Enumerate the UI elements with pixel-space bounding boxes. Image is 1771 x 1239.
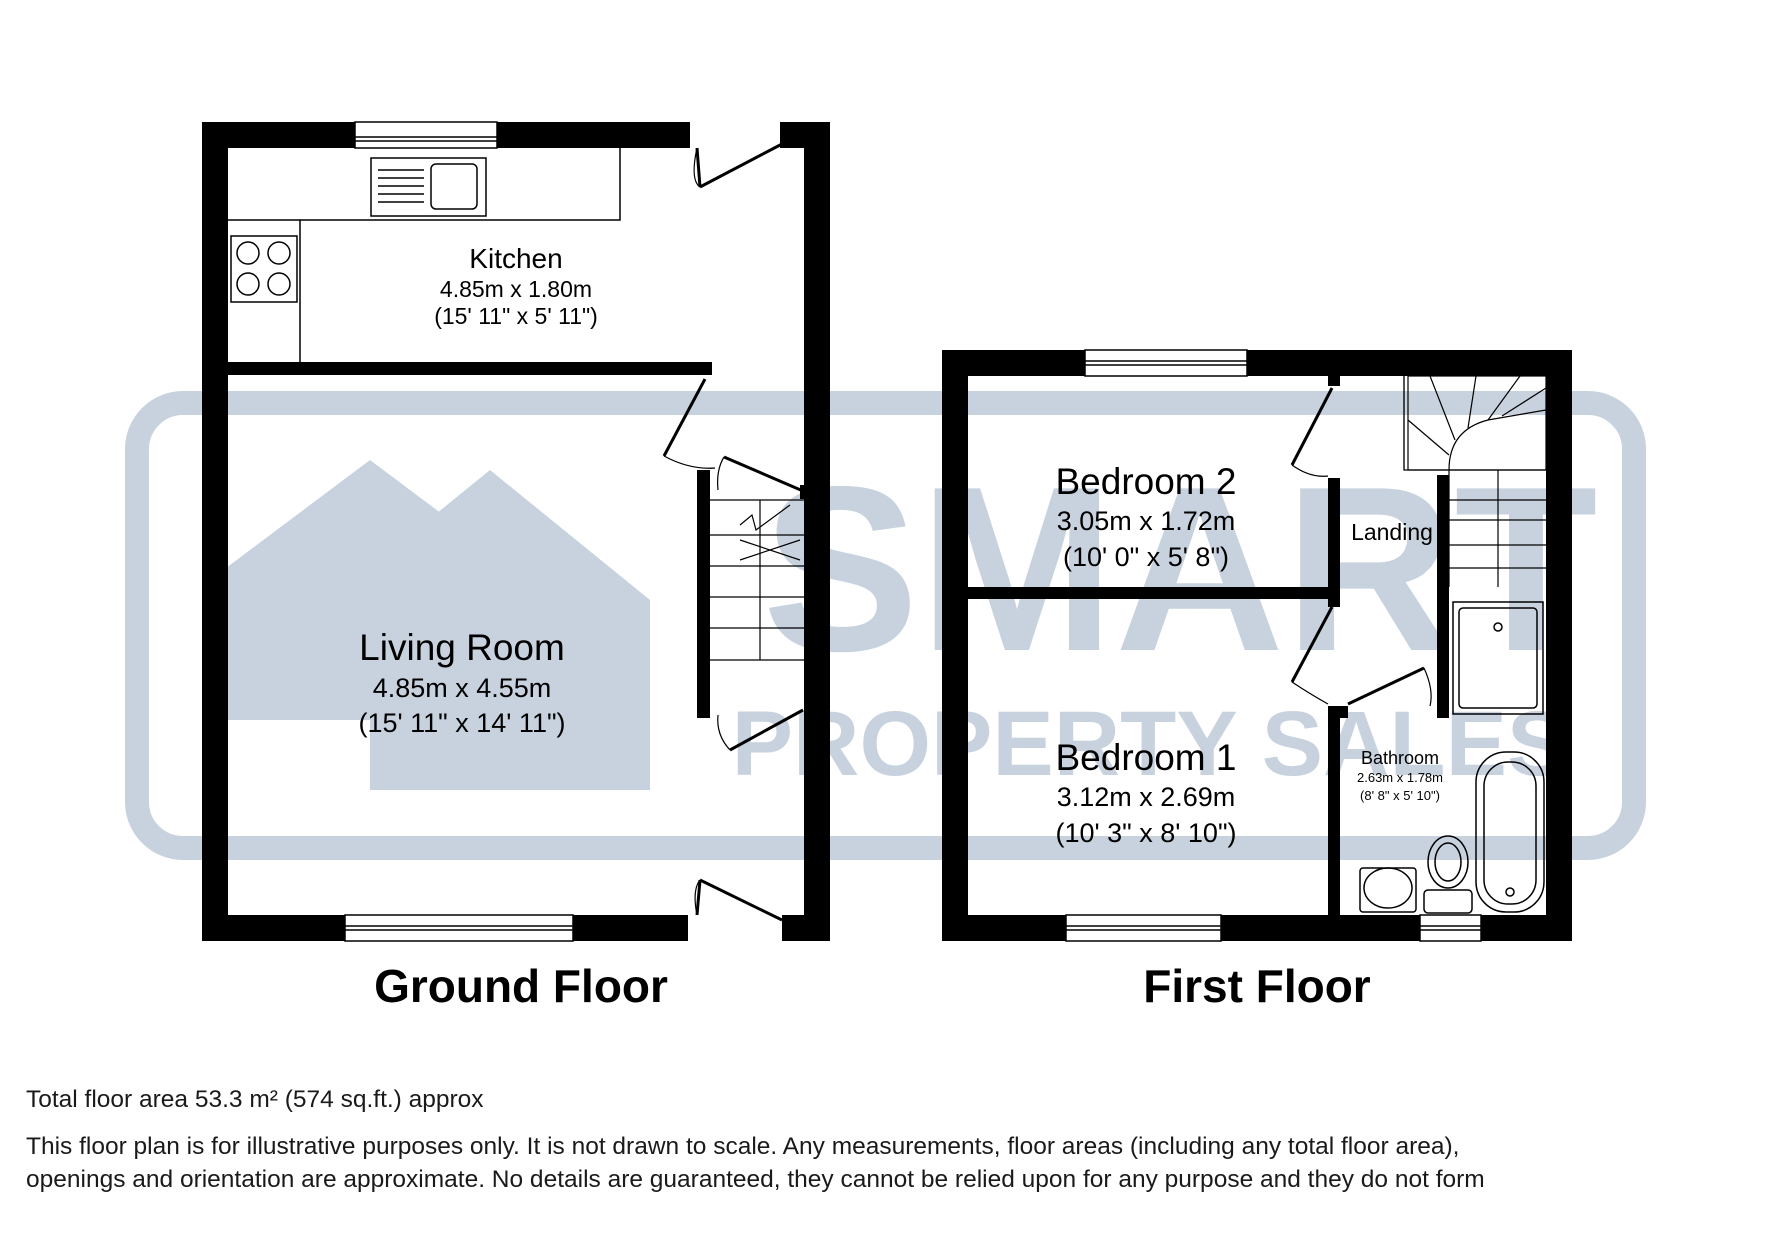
bathroom-wall-left-stub [1328, 599, 1340, 607]
ground-front-door-opening [688, 915, 782, 941]
first-floor-plan: Bedroom 2 3.05m x 1.72m (10' 0" x 5' 8")… [942, 349, 1572, 1012]
sink-icon [370, 157, 487, 217]
bedroom-2-metric: 3.05m x 1.72m [1057, 506, 1236, 536]
bedroom-1-name: Bedroom 1 [1056, 737, 1237, 778]
ground-floor-label: Ground Floor [374, 960, 668, 1012]
back-door-icon [693, 142, 783, 189]
bedroom-2-name: Bedroom 2 [1056, 461, 1237, 502]
living-room-name: Living Room [359, 627, 565, 668]
bedroom-2-door-icon [1290, 387, 1334, 477]
living-room-imperial: (15' 11" x 14' 11") [358, 708, 565, 738]
bathroom-window [1419, 914, 1482, 942]
toilet-icon [1423, 835, 1473, 914]
first-floor-label: First Floor [1143, 960, 1371, 1012]
first-wall-top [942, 350, 1572, 376]
bath-icon [1475, 751, 1545, 913]
ground-wall-right [804, 122, 830, 941]
disclaimer-line-2: openings and orientation are approximate… [26, 1166, 1485, 1193]
disclaimer-line-1: This floor plan is for illustrative purp… [26, 1133, 1460, 1160]
ground-internal-wall [228, 362, 712, 375]
kitchen-metric: 4.85m x 1.80m [440, 276, 592, 302]
total-floor-area: Total floor area 53.3 m² (574 sq.ft.) ap… [26, 1086, 484, 1113]
stair-wall [697, 470, 710, 718]
living-room-window [344, 914, 574, 942]
first-wall-left [942, 350, 968, 941]
watermark-subtitle: PROPERTY SALES [732, 693, 1569, 795]
bathroom-imperial: (8' 8" x 5' 10") [1360, 788, 1440, 803]
stair-door-bottom-icon [717, 708, 804, 752]
bedroom-1-metric: 3.12m x 2.69m [1057, 782, 1236, 812]
bathroom-metric: 2.63m x 1.78m [1357, 770, 1443, 785]
watermark-frame [125, 391, 1646, 860]
landing-wall-upper [1328, 478, 1340, 599]
first-wall-right [1546, 350, 1572, 941]
ground-wall-left [202, 122, 228, 941]
bedroom-1-door-icon [1290, 606, 1334, 705]
bedroom-divider-wall [968, 587, 1336, 599]
bedroom-2-imperial: (10' 0" x 5' 8") [1063, 542, 1229, 572]
kitchen-imperial: (15' 11" x 5' 11") [434, 303, 598, 329]
watermark-house-front [330, 470, 650, 790]
bathroom-door-icon [1347, 666, 1432, 707]
bathroom-name: Bathroom [1361, 748, 1439, 768]
bedroom-2-window [1084, 349, 1248, 377]
hob-icon [230, 235, 298, 303]
kitchen-name: Kitchen [469, 243, 562, 274]
shower-tray-icon [1452, 601, 1544, 715]
shower-wall [1437, 475, 1449, 718]
bedroom-1-imperial: (10' 3" x 8' 10") [1055, 818, 1236, 848]
landing-wall-top-stub [1328, 376, 1340, 386]
living-room-metric: 4.85m x 4.55m [373, 673, 552, 703]
stair-door-top-icon [717, 455, 804, 493]
landing-name: Landing [1351, 519, 1433, 545]
bedroom-1-window [1065, 914, 1222, 942]
kitchen-door-icon [662, 378, 716, 469]
front-door-icon [694, 878, 783, 922]
basin-icon [1359, 867, 1417, 913]
first-staircase [1403, 375, 1547, 587]
watermark: SMART PROPERTY SALES [125, 391, 1646, 860]
footer-notes: Total floor area 53.3 m² (574 sq.ft.) ap… [26, 1083, 1766, 1196]
stair-wall-stub [800, 485, 808, 499]
ground-internal-door-opening [712, 362, 804, 375]
kitchen-window [354, 121, 498, 149]
kitchen-worktop-top [300, 148, 621, 221]
ground-floor-plan: Kitchen 4.85m x 1.80m (15' 11" x 5' 11")… [202, 121, 830, 1012]
ground-staircase [710, 499, 804, 661]
ground-back-door-opening [690, 122, 780, 148]
bathroom-wall-left [1328, 706, 1340, 915]
bathroom-wall-top-stub [1340, 706, 1348, 718]
